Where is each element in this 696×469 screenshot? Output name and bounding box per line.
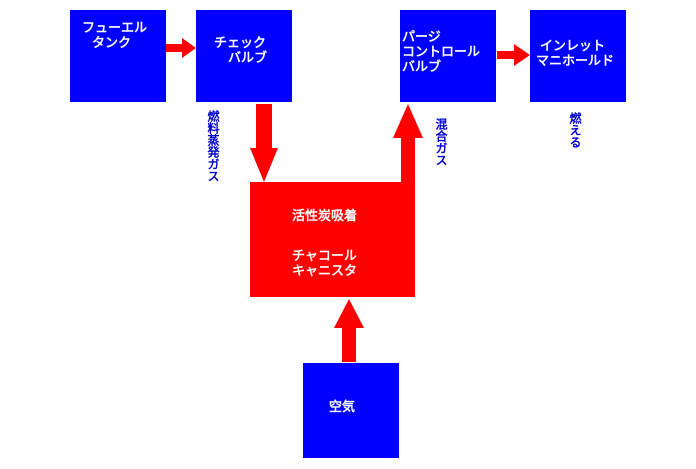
purge-valve-label-line3: バルブ [402, 60, 442, 75]
purge-valve-box: パージ コントロール バルブ [400, 10, 496, 102]
fuel-tank-label-line1: フューエル [82, 21, 148, 36]
fuel-vapor-label: 燃料蒸発ガス [206, 110, 220, 182]
canister-label-line3: キャニスタ [292, 264, 358, 279]
air-label: 空気 [329, 400, 356, 415]
check-valve-label-line2: バルブ [228, 51, 268, 66]
inlet-manifold-label-line1: インレット [540, 39, 606, 54]
check-valve-box: チェック バルブ [196, 10, 292, 102]
arrow-canister-to-purge [393, 104, 423, 182]
charcoal-canister-box: 活性炭吸着 チャコール キャニスタ [250, 182, 415, 297]
purge-valve-label-line1: パージ [402, 30, 441, 45]
mixed-gas-label: 混合ガス [434, 118, 448, 166]
arrow-purge-to-inlet [497, 44, 530, 66]
arrow-air-to-canister [334, 299, 364, 362]
check-valve-label-line1: チェック [214, 36, 267, 51]
inlet-manifold-box: インレット マニホールド [530, 10, 626, 102]
arrow-tank-to-check [166, 38, 196, 58]
purge-valve-label-line2: コントロール [402, 45, 481, 60]
burn-label: 燃える [568, 112, 582, 148]
arrow-check-to-canister [250, 104, 278, 182]
air-box: 空気 [303, 363, 399, 458]
inlet-manifold-label-line2: マニホールド [536, 54, 615, 69]
canister-label-line2: チャコール [292, 249, 357, 264]
canister-label-line1: 活性炭吸着 [292, 209, 358, 224]
fuel-tank-label-line2: タンク [92, 36, 132, 51]
fuel-tank-box: フューエル タンク [70, 10, 166, 102]
